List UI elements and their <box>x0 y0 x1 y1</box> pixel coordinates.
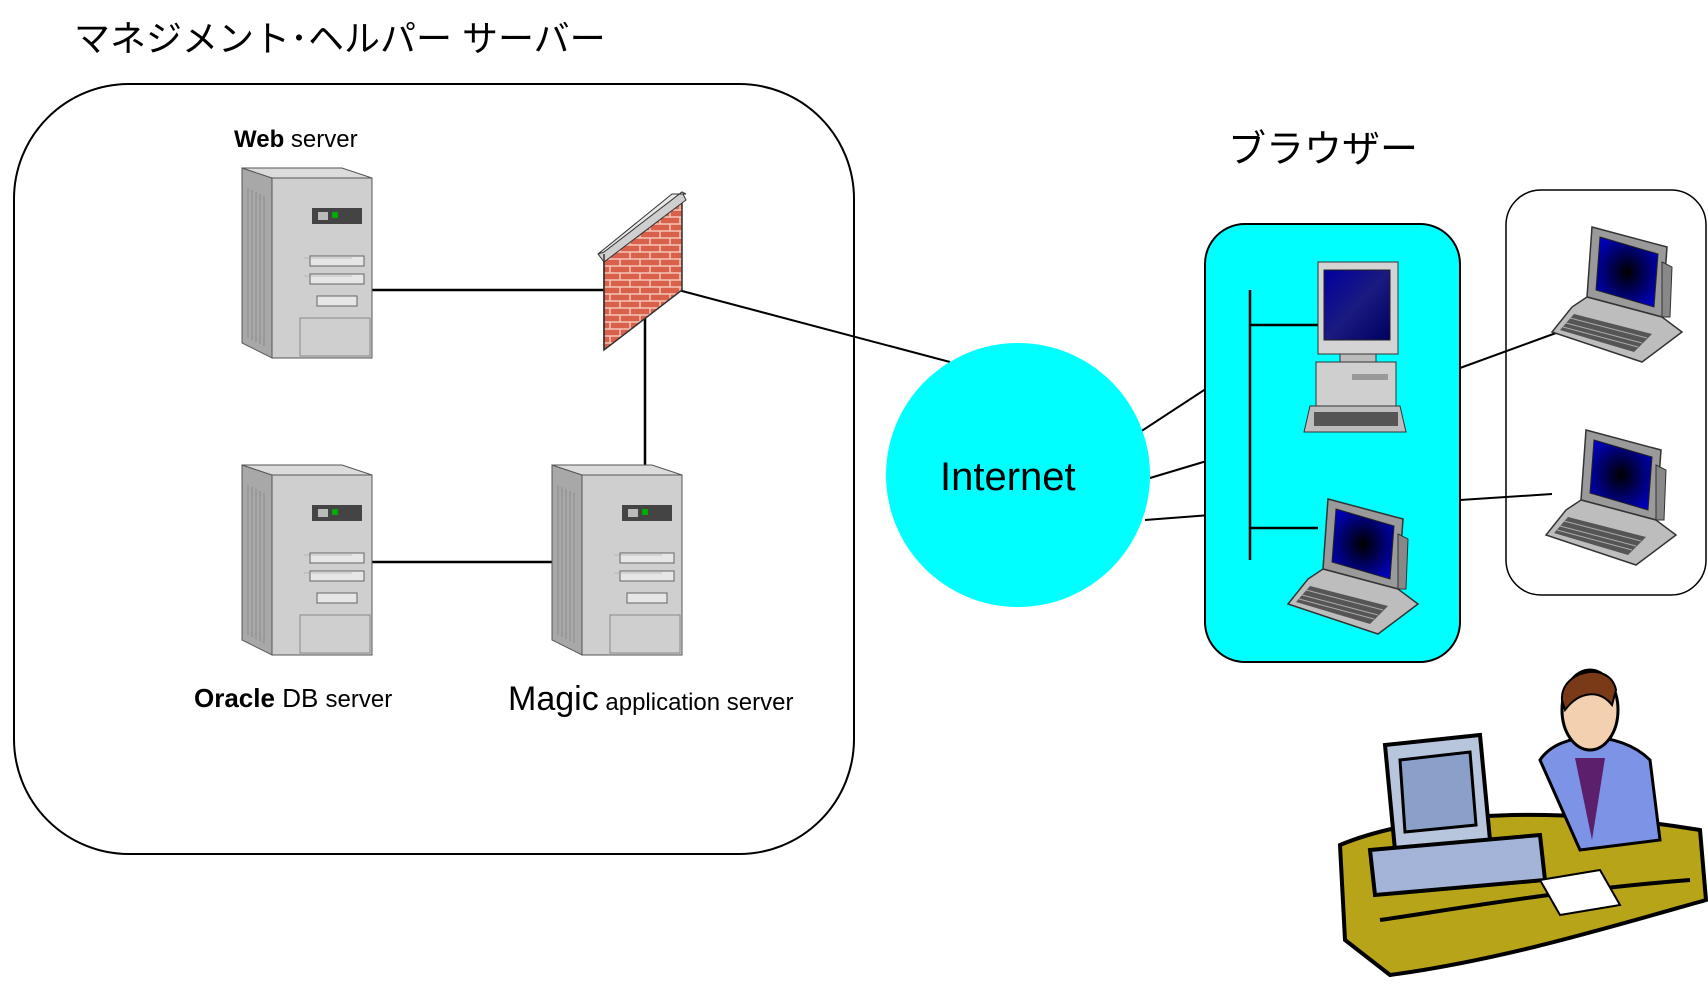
web-server-name: Web <box>234 126 285 153</box>
oracle-server-label: Oracle DB server <box>194 683 392 714</box>
magic-server-label: Magic application server <box>508 680 793 719</box>
diagram-title: マネジメント･ヘルパー サーバー <box>74 18 606 59</box>
magic-app-server-icon <box>551 464 683 656</box>
magic-server-suffix: application server <box>605 689 794 716</box>
web-server-label: Web server <box>234 126 358 154</box>
magic-server-name: Magic <box>508 680 599 718</box>
web-server-suffix: server <box>290 126 358 153</box>
firewall-icon <box>597 191 687 352</box>
person-at-computer-icon <box>1337 668 1708 978</box>
laptop-icon <box>1551 226 1683 363</box>
server-group-box <box>13 83 855 855</box>
internet-circle <box>886 343 1150 607</box>
laptop-icon <box>1545 429 1677 566</box>
internet-label: Internet <box>940 455 1076 499</box>
desktop-computer-icon <box>1303 261 1407 433</box>
remote-laptops-box <box>1505 189 1707 596</box>
oracle-server-db: DB <box>282 683 319 713</box>
oracle-server-name: Oracle <box>194 683 275 713</box>
oracle-server-suffix: server <box>325 686 393 713</box>
browser-label: ブラウザー <box>1228 129 1419 171</box>
web-server-icon <box>241 167 373 359</box>
oracle-db-server-icon <box>241 464 373 656</box>
